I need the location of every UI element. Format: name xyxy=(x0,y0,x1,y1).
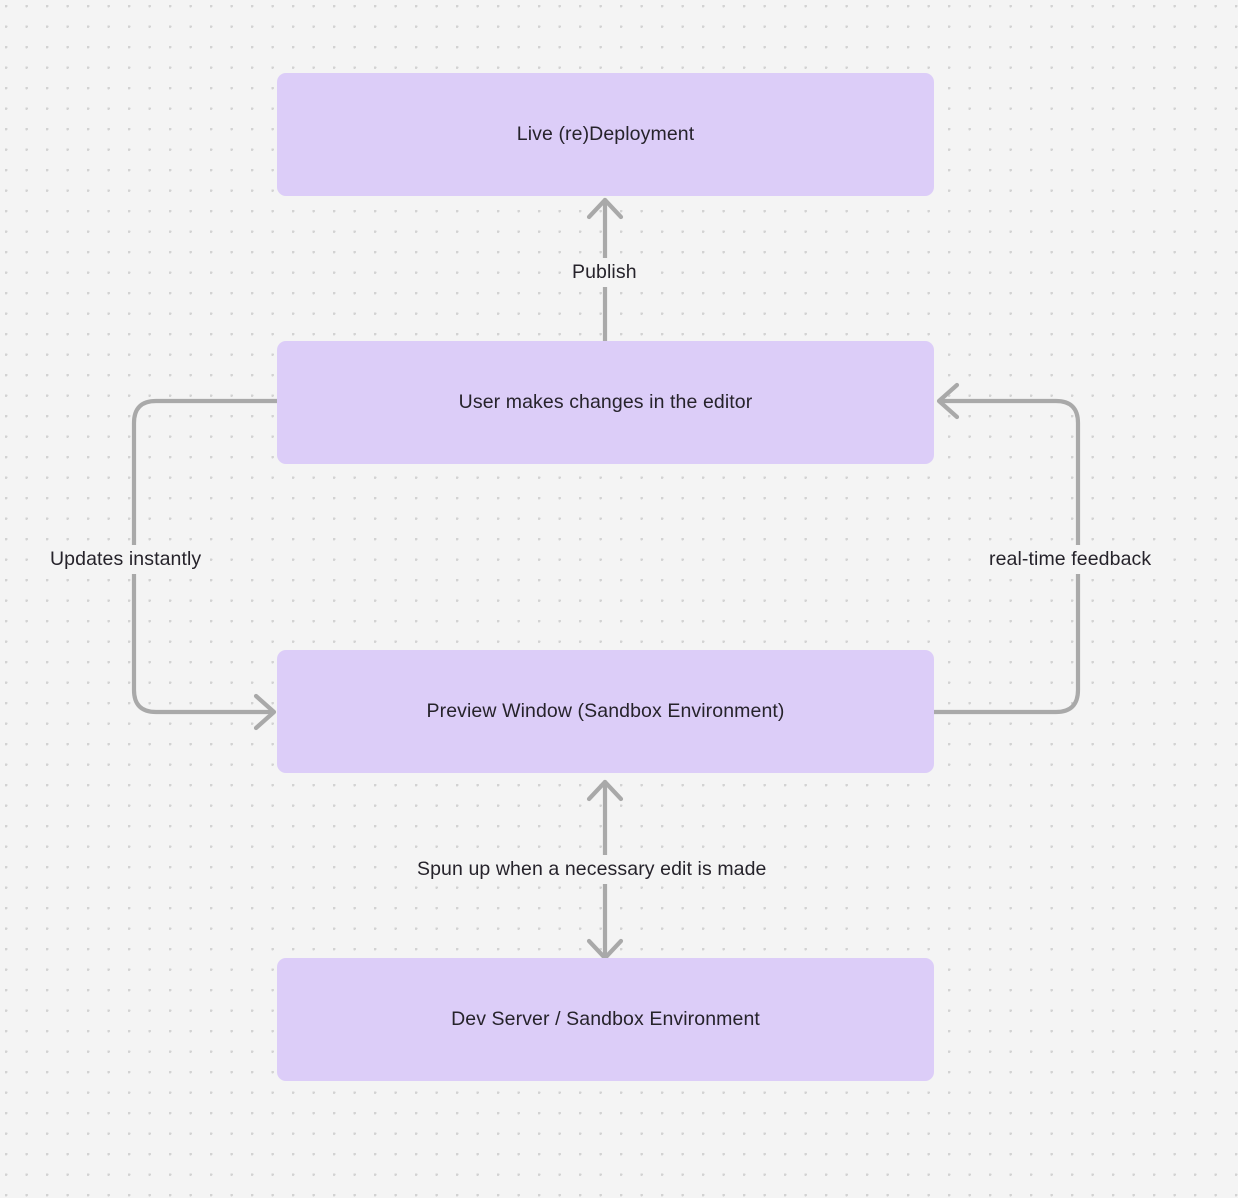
node-label: Preview Window (Sandbox Environment) xyxy=(426,699,785,722)
node-user-edits[interactable]: User makes changes in the editor xyxy=(277,341,934,464)
node-live-deployment[interactable]: Live (re)Deployment xyxy=(277,73,934,196)
edge-label-updates-instantly: Updates instantly xyxy=(44,545,208,575)
node-label: Live (re)Deployment xyxy=(516,122,695,145)
edge-label-publish: Publish xyxy=(566,258,643,288)
edge-label-spun-up: Spun up when a necessary edit is made xyxy=(411,855,773,885)
node-label: User makes changes in the editor xyxy=(458,390,753,413)
node-preview-window[interactable]: Preview Window (Sandbox Environment) xyxy=(277,650,934,773)
node-dev-server[interactable]: Dev Server / Sandbox Environment xyxy=(277,958,934,1081)
node-label: Dev Server / Sandbox Environment xyxy=(451,1007,760,1030)
edge-label-real-time-feedback: real-time feedback xyxy=(983,545,1158,575)
